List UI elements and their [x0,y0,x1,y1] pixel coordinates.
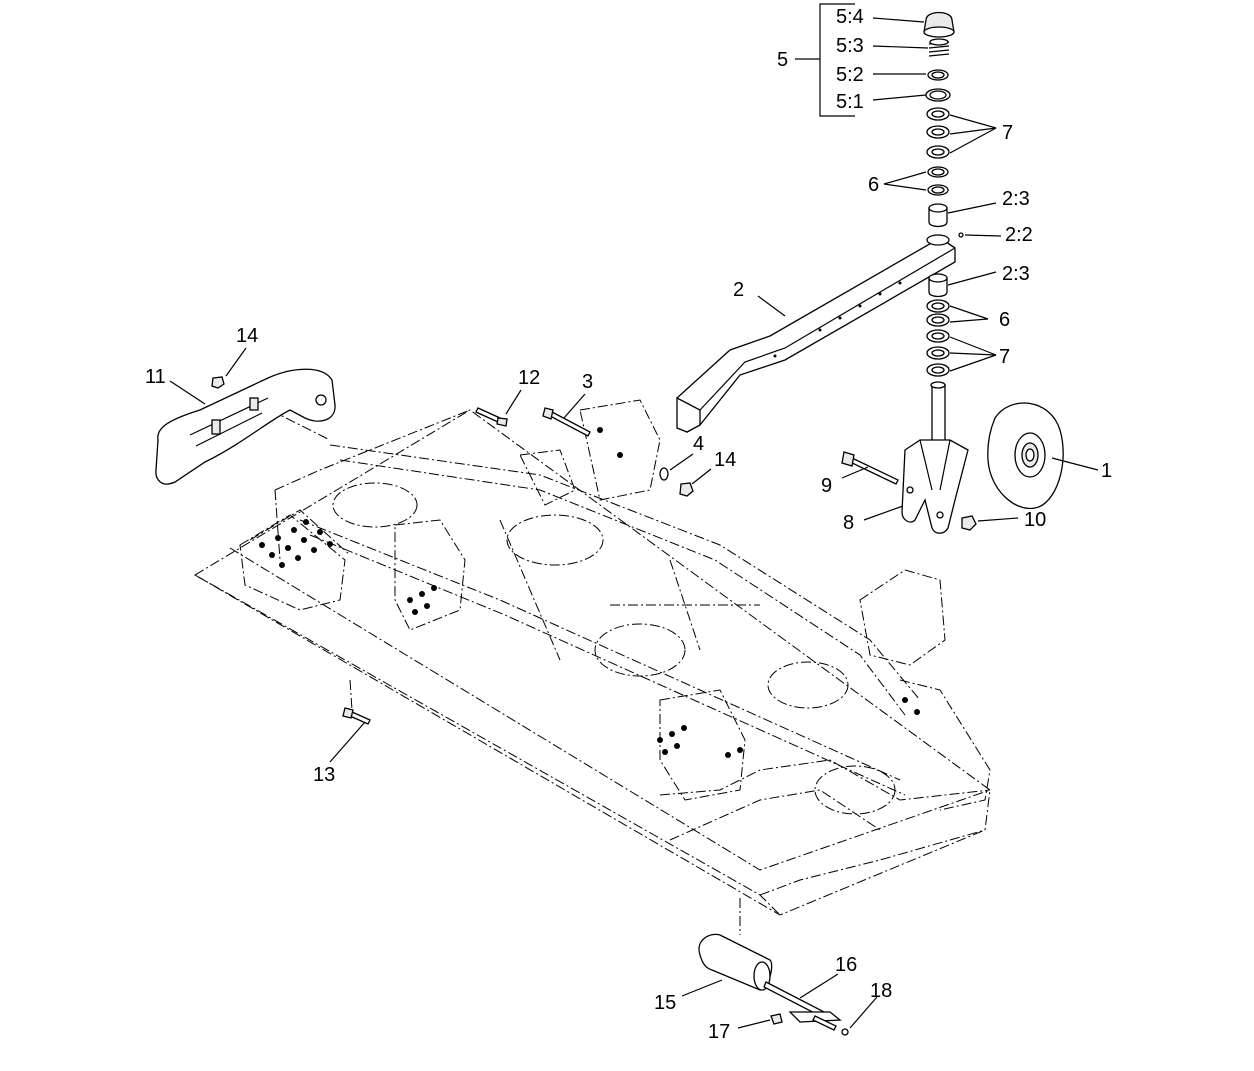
label-2-2: 2:2 [1005,224,1033,246]
label-14-left: 14 [236,325,258,347]
label-9: 9 [821,475,832,497]
part-4-washer [659,467,669,481]
part-15-roller [698,933,773,991]
part-13-bolt [342,707,371,725]
part-8-fork [901,439,969,534]
part-12-bolt [475,407,508,427]
label-6-upper: 6 [868,174,879,196]
label-3: 3 [582,371,593,393]
label-5: 5 [777,49,788,71]
label-4: 4 [693,433,704,455]
part-18-pin [812,1015,849,1036]
part-14-nut-left [211,376,225,389]
label-7-upper: 7 [1002,122,1013,144]
label-1: 1 [1101,460,1112,482]
part-11-shield [155,368,336,485]
label-2-3-lower: 2:3 [1002,263,1030,285]
label-17: 17 [708,1021,730,1043]
label-2-3-upper: 2:3 [1002,188,1030,210]
label-5-2: 5:2 [836,64,864,86]
mower-deck-phantom [194,399,991,935]
label-5-1: 5:1 [836,91,864,113]
part-14-nut-right [679,482,694,497]
leader-lines [169,17,1099,1029]
label-16: 16 [835,954,857,976]
label-8: 8 [843,512,854,534]
part-2-arm [676,237,956,433]
deck-hole-pattern [259,427,920,758]
label-14-right: 14 [714,449,736,471]
label-12: 12 [518,367,540,389]
part-5-bracket [795,3,855,117]
label-5-3: 5:3 [836,35,864,57]
callout-labels: 5:4 5:3 5 5:2 5:1 7 6 2:3 2:2 2:3 2 6 14… [145,6,1112,1043]
label-2: 2 [733,279,744,301]
part-9-bolt [841,451,899,485]
label-5-4: 5:4 [836,6,864,28]
label-18: 18 [870,980,892,1002]
part-17-bolt [770,1013,783,1025]
label-6-lower: 6 [999,309,1010,331]
label-10: 10 [1024,509,1046,531]
part-1-wheel [987,402,1064,510]
label-15: 15 [654,992,676,1014]
label-7-lower: 7 [999,346,1010,368]
part-10-nut [961,515,977,531]
label-11: 11 [145,366,166,388]
part-3-bolt [542,407,591,437]
caster-spindle-stack [923,11,964,446]
label-13: 13 [313,764,335,786]
